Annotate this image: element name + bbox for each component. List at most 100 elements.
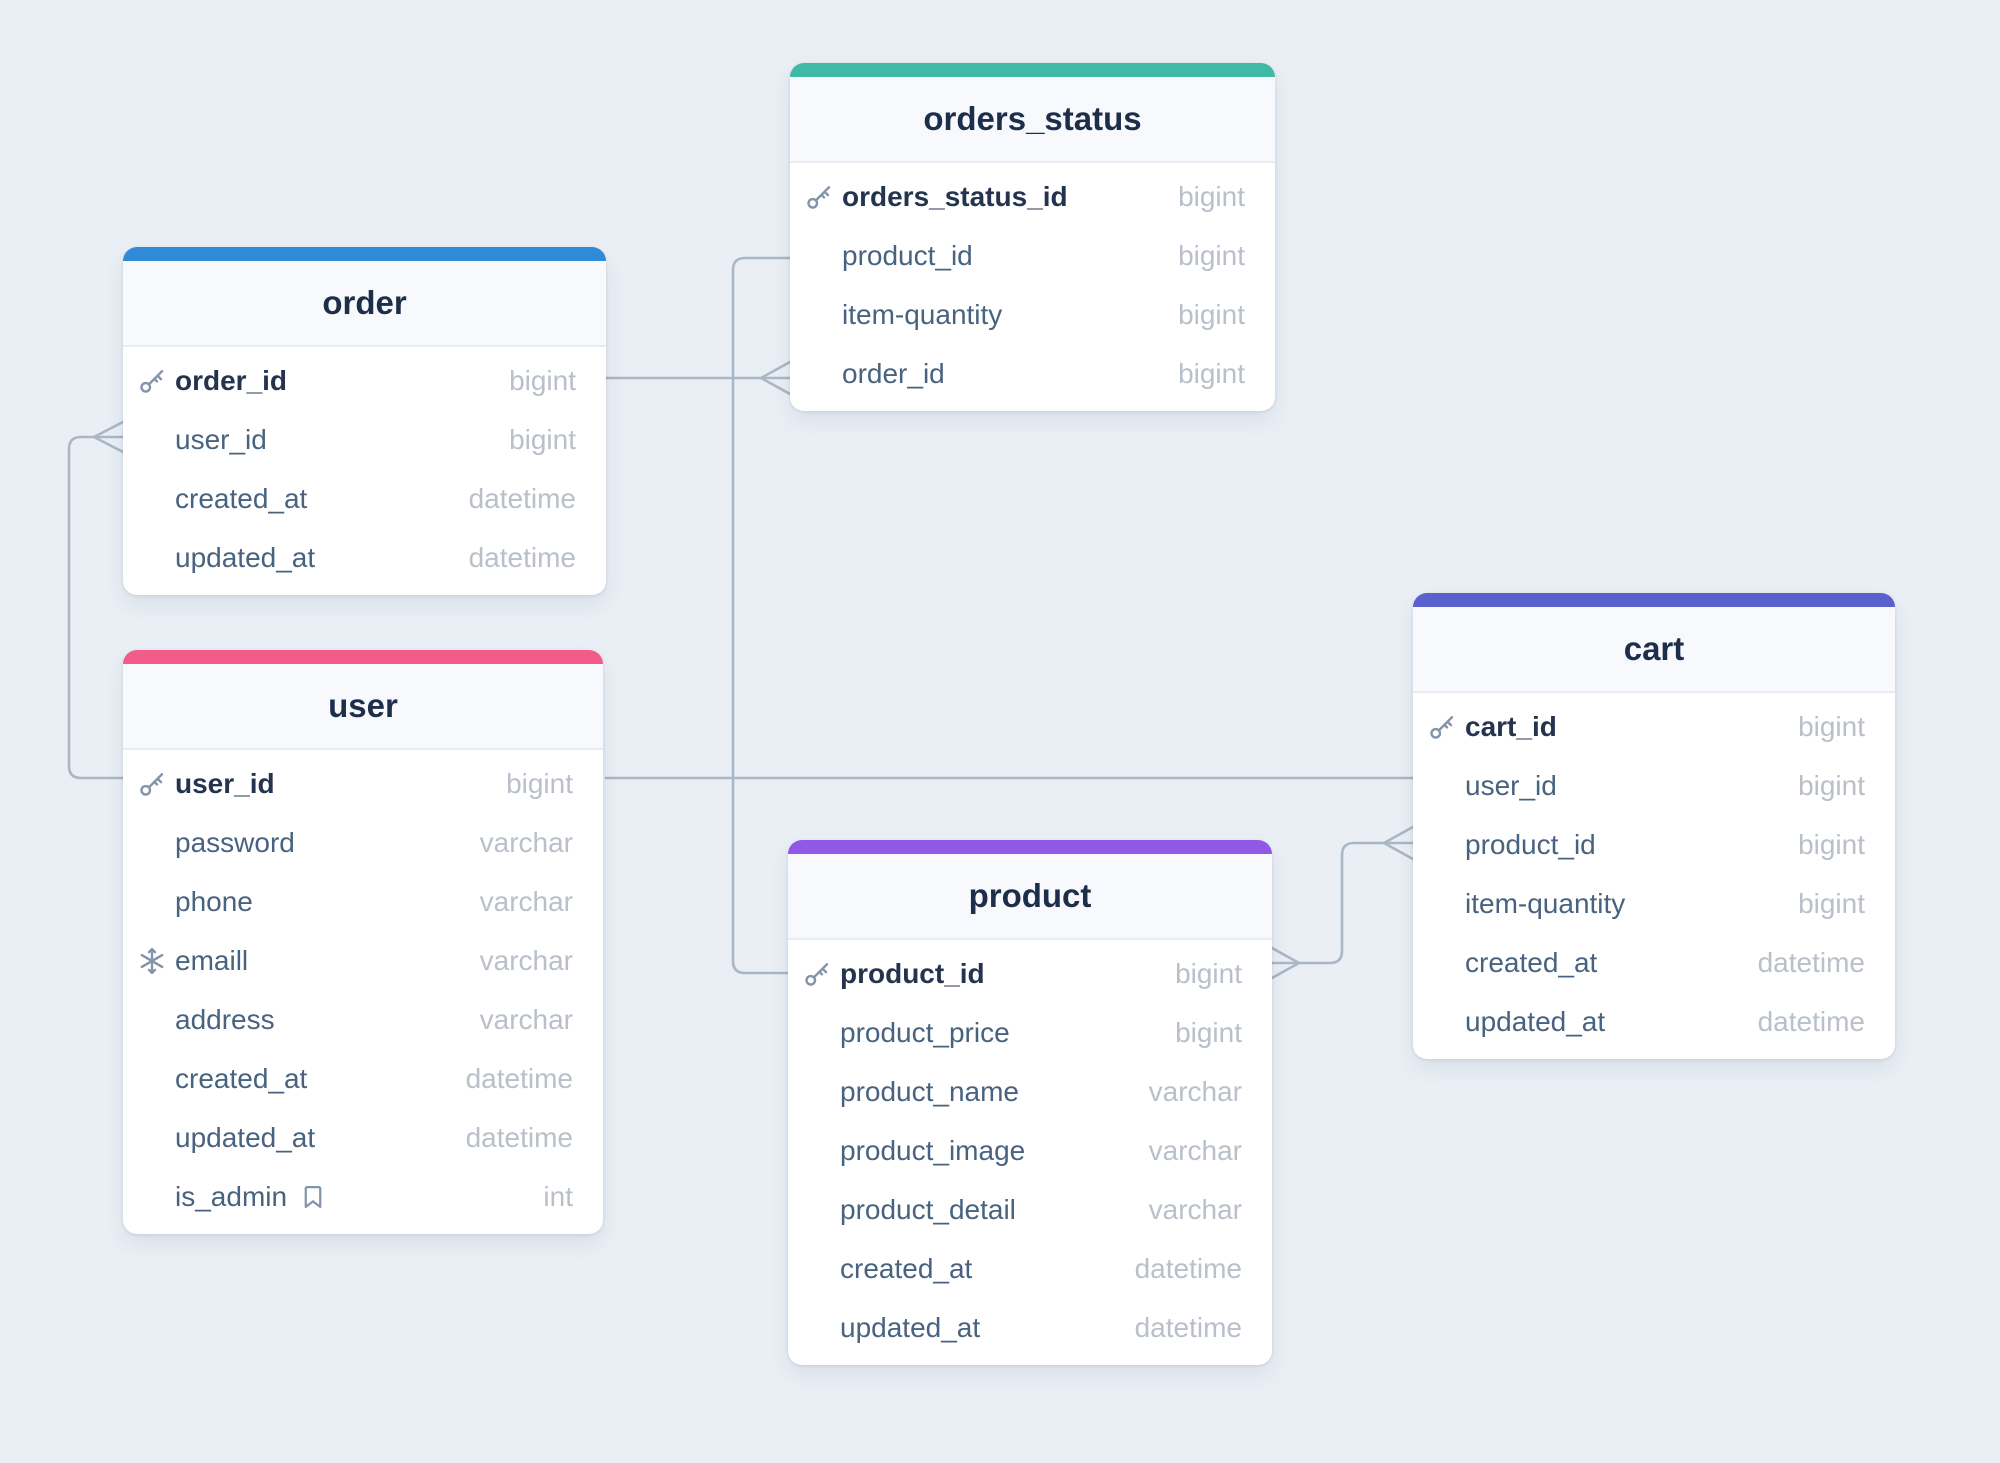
key-icon	[137, 769, 167, 799]
table-title-product[interactable]: product	[788, 854, 1272, 940]
field-name: product_image	[840, 1134, 1026, 1166]
key-icon	[804, 182, 834, 212]
field-type: bigint	[1798, 887, 1865, 919]
field-name: updated_at	[1465, 1005, 1606, 1037]
field-type: bigint	[1798, 769, 1865, 801]
field-name: created_at	[175, 1062, 308, 1094]
field-type: datetime	[468, 482, 576, 514]
field-row-orders_status-order_id[interactable]: order_id bigint	[790, 344, 1275, 403]
field-name: user_id	[175, 423, 267, 455]
field-row-user-emaill[interactable]: emaill varchar	[123, 931, 603, 990]
field-name: is_admin	[175, 1180, 288, 1212]
field-type: datetime	[468, 541, 576, 573]
field-name: created_at	[840, 1252, 973, 1284]
field-type: datetime	[1134, 1252, 1242, 1284]
field-row-product-created_at[interactable]: created_at datetime	[788, 1239, 1272, 1298]
table-accent-bar-orders_status	[790, 63, 1275, 77]
field-name: user_id	[175, 767, 275, 799]
field-row-cart-user_id[interactable]: user_id bigint	[1413, 756, 1895, 815]
field-type: bigint	[509, 364, 576, 396]
field-type: bigint	[1178, 298, 1245, 330]
field-name: order_id	[175, 364, 288, 396]
relationship-product-product_id-to-cart-product_id[interactable]	[1297, 841, 1386, 965]
field-type: bigint	[1175, 1016, 1242, 1048]
relationship-product-product_id-to-orders_status-product_id[interactable]	[731, 256, 792, 975]
field-row-product-product_price[interactable]: product_price bigint	[788, 1003, 1272, 1062]
relationship-user-user_id-to-order-user_id[interactable]	[67, 435, 125, 780]
field-name: updated_at	[175, 1121, 316, 1153]
field-row-user-user_id[interactable]: user_id bigint	[123, 754, 603, 813]
field-row-user-updated_at[interactable]: updated_at datetime	[123, 1108, 603, 1167]
field-name: emaill	[175, 944, 249, 976]
field-row-user-phone[interactable]: phone varchar	[123, 872, 603, 931]
field-name: product_price	[840, 1016, 1010, 1048]
table-accent-bar-user	[123, 650, 603, 664]
table-title-user[interactable]: user	[123, 664, 603, 750]
field-name: product_id	[842, 239, 973, 271]
field-row-product-product_detail[interactable]: product_detail varchar	[788, 1180, 1272, 1239]
field-row-product-product_id[interactable]: product_id bigint	[788, 944, 1272, 1003]
key-icon	[137, 366, 167, 396]
field-row-order-order_id[interactable]: order_id bigint	[123, 351, 606, 410]
field-type: varchar	[479, 885, 573, 917]
field-type: varchar	[479, 944, 573, 976]
field-name: item-quantity	[842, 298, 1003, 330]
field-type: varchar	[1148, 1193, 1242, 1225]
table-title-order[interactable]: order	[123, 261, 606, 347]
field-name: product_detail	[840, 1193, 1016, 1225]
key-icon	[802, 959, 832, 989]
field-type: bigint	[1175, 957, 1242, 989]
field-row-orders_status-item-quantity[interactable]: item-quantity bigint	[790, 285, 1275, 344]
field-row-order-created_at[interactable]: created_at datetime	[123, 469, 606, 528]
field-type: datetime	[465, 1062, 573, 1094]
table-title-orders_status[interactable]: orders_status	[790, 77, 1275, 163]
field-type: varchar	[479, 1003, 573, 1035]
table-accent-bar-order	[123, 247, 606, 261]
field-row-user-created_at[interactable]: created_at datetime	[123, 1049, 603, 1108]
field-type: datetime	[1757, 946, 1865, 978]
field-name: phone	[175, 885, 253, 917]
field-name: user_id	[1465, 769, 1557, 801]
field-type: datetime	[465, 1121, 573, 1153]
field-type: bigint	[1178, 180, 1245, 212]
field-name: address	[175, 1003, 275, 1035]
key-icon	[1427, 712, 1457, 742]
field-name: product_id	[1465, 828, 1596, 860]
field-name: created_at	[175, 482, 308, 514]
field-type: bigint	[1798, 710, 1865, 742]
table-title-cart[interactable]: cart	[1413, 607, 1895, 693]
field-name: product_name	[840, 1075, 1020, 1107]
field-type: bigint	[506, 767, 573, 799]
field-row-user-address[interactable]: address varchar	[123, 990, 603, 1049]
field-name: password	[175, 826, 295, 858]
field-type: datetime	[1134, 1311, 1242, 1343]
field-name: product_id	[840, 957, 985, 989]
field-type: bigint	[1178, 357, 1245, 389]
field-name: order_id	[842, 357, 945, 389]
